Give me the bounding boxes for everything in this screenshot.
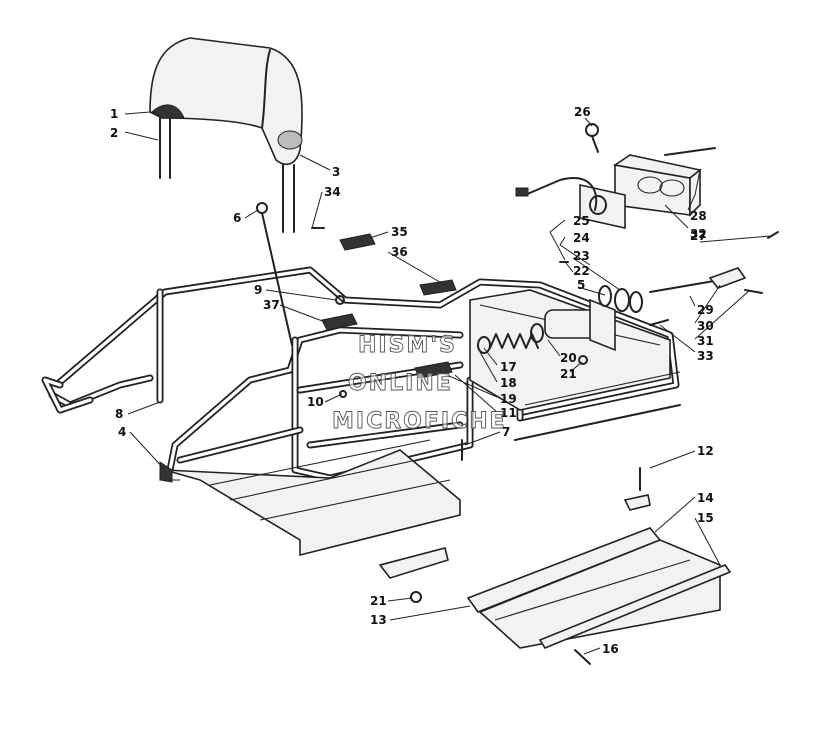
taillight-assembly bbox=[515, 123, 779, 326]
callout-21-upper: 21 bbox=[560, 367, 577, 381]
callout-18: 18 bbox=[500, 376, 517, 390]
floor-pan bbox=[159, 439, 461, 557]
callout-15: 15 bbox=[697, 511, 714, 525]
callout-24: 24 bbox=[573, 231, 590, 245]
watermark-line-3: MICROFICHE bbox=[332, 409, 507, 434]
callout-30: 30 bbox=[697, 319, 714, 333]
callout-29: 29 bbox=[697, 303, 714, 317]
callout-16: 16 bbox=[602, 642, 619, 656]
flap-assembly bbox=[466, 527, 732, 665]
callout-2: 2 bbox=[110, 126, 118, 140]
callout-4: 4 bbox=[118, 425, 126, 439]
callout-35: 35 bbox=[391, 225, 408, 239]
leader-lines bbox=[124, 111, 771, 655]
callout-22: 22 bbox=[573, 264, 590, 278]
callout-17: 17 bbox=[500, 360, 517, 374]
callout-31: 31 bbox=[697, 334, 714, 348]
callout-10: 10 bbox=[307, 395, 324, 409]
callout-32: 32 bbox=[690, 227, 707, 241]
callout-26: 26 bbox=[574, 105, 591, 119]
callout-25: 25 bbox=[573, 214, 590, 228]
hardware bbox=[256, 202, 651, 603]
callout-5: 5 bbox=[577, 278, 585, 292]
callout-28: 28 bbox=[690, 209, 707, 223]
callout-21-lower: 21 bbox=[370, 594, 387, 608]
callout-27: 27 bbox=[690, 229, 707, 243]
callout-13: 13 bbox=[370, 613, 387, 627]
callout-labels: 1 2 3 34 6 35 36 9 37 8 10 4 26 28 25 24… bbox=[110, 105, 714, 656]
callout-23: 23 bbox=[573, 249, 590, 263]
decals bbox=[321, 233, 457, 379]
callout-14: 14 bbox=[697, 491, 714, 505]
watermark: HISM'S ONLINE MICROFICHE bbox=[332, 333, 507, 435]
callout-1: 1 bbox=[110, 107, 118, 121]
callout-19: 19 bbox=[500, 392, 517, 406]
backrest-posts bbox=[159, 117, 295, 233]
backrest-pad bbox=[149, 37, 303, 166]
callout-33: 33 bbox=[697, 349, 714, 363]
callout-9: 9 bbox=[254, 283, 262, 297]
callout-3: 3 bbox=[332, 165, 340, 179]
callout-36: 36 bbox=[391, 245, 408, 259]
callout-37: 37 bbox=[263, 298, 280, 312]
callout-20: 20 bbox=[560, 351, 577, 365]
callout-11: 11 bbox=[500, 406, 517, 420]
watermark-line-1: HISM'S bbox=[358, 333, 457, 358]
watermark-line-2: ONLINE bbox=[348, 371, 453, 396]
spring-assembly bbox=[477, 298, 616, 354]
callout-8: 8 bbox=[115, 407, 123, 421]
callout-12: 12 bbox=[697, 444, 714, 458]
callout-7: 7 bbox=[502, 425, 510, 439]
side-tray bbox=[469, 289, 681, 441]
callout-6: 6 bbox=[233, 211, 241, 225]
callout-34: 34 bbox=[324, 185, 341, 199]
